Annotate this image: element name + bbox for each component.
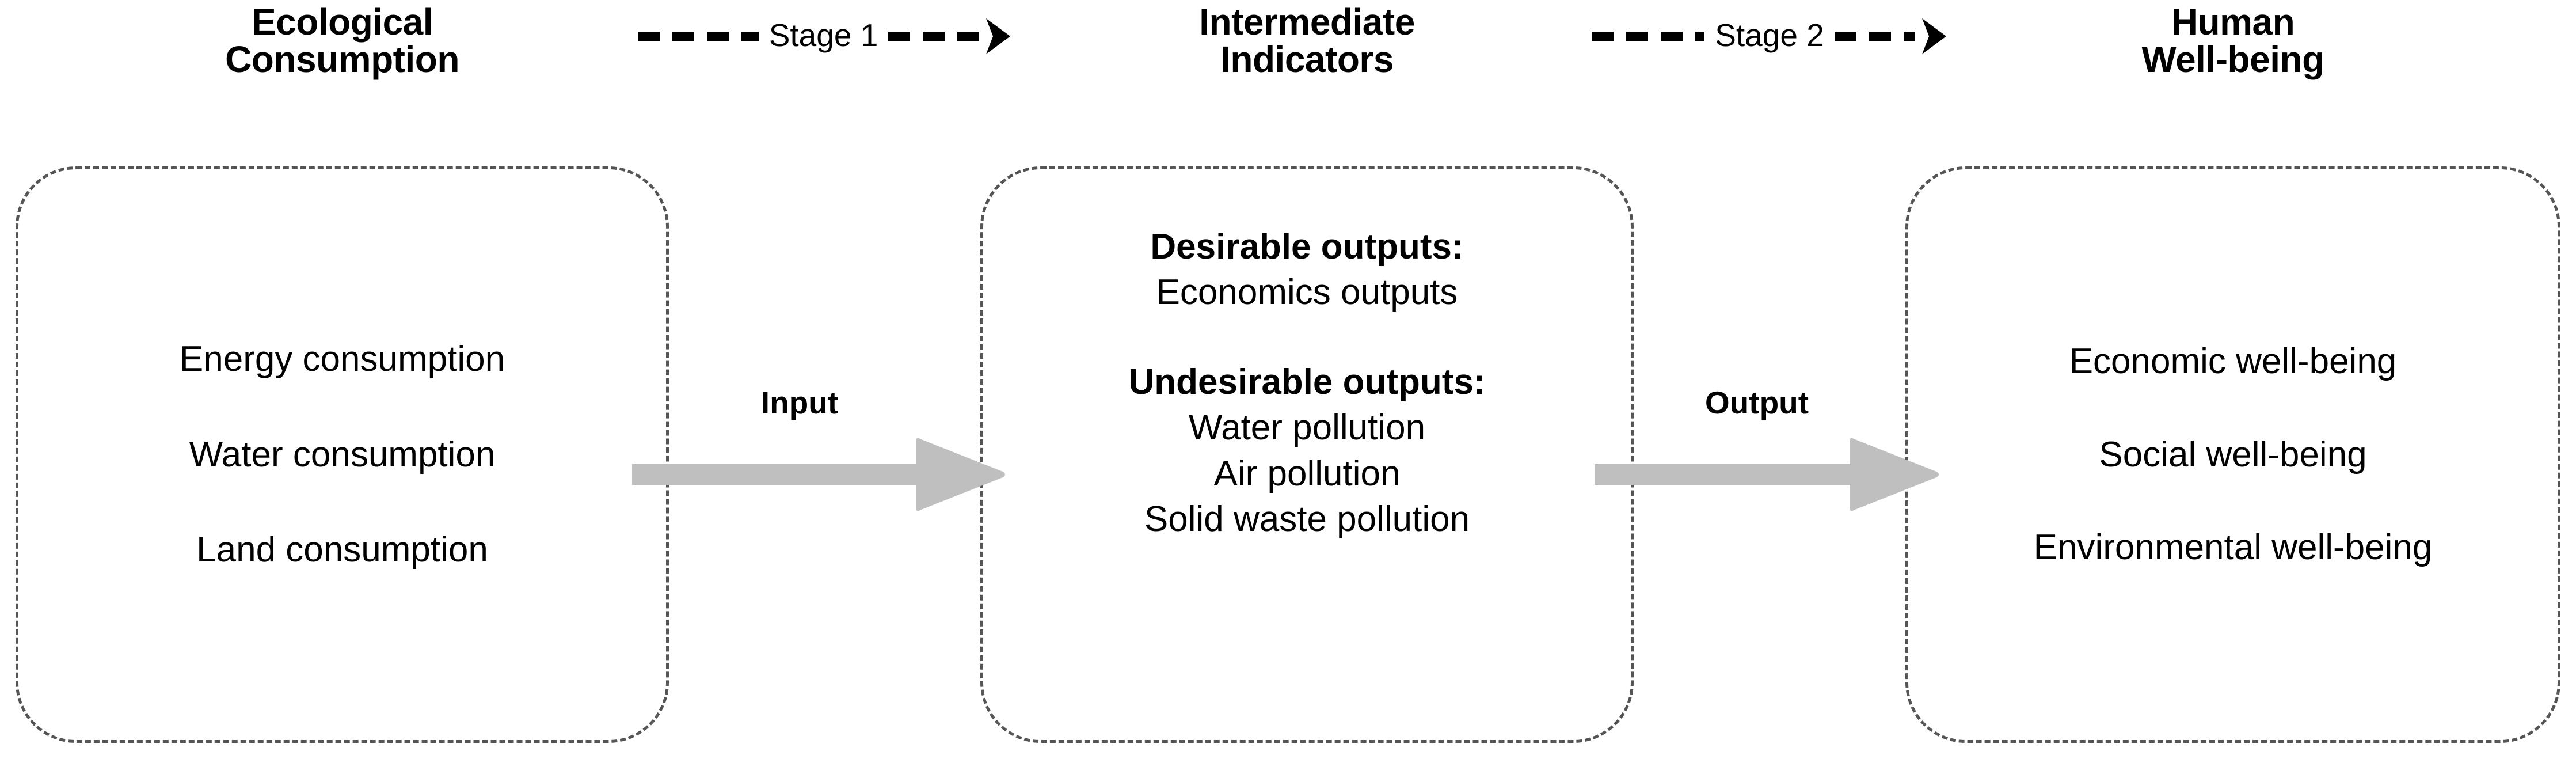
page-title-intermediate-indicators: Intermediate Indicators [1199,1,1415,81]
page-title-human-well-being: Human Well-being [2141,1,2324,81]
list-item: Economic well-being [2069,341,2397,382]
group-heading: Desirable outputs: [1150,227,1464,267]
stage-1-connector: Stage 1 [637,10,1011,62]
dashed-line-segment-icon [637,31,759,41]
input-flow-arrow: Input [632,387,1006,513]
human-well-being-box: Economic well-being Social well-being En… [1905,166,2560,743]
stage-1-label: Stage 1 [768,17,878,53]
undesirable-outputs-group: Undesirable outputs: Water pollution Air… [983,362,1631,540]
list-item: Energy consumption [179,339,505,380]
list-item: Solid waste pollution [1144,499,1470,540]
group-heading: Undesirable outputs: [1128,362,1486,402]
arrow-right-icon [1595,438,1939,511]
arrow-right-icon [632,438,1005,511]
list-item: Air pollution [1213,453,1401,494]
dashed-line-segment-icon [1592,31,1705,41]
list-item: Social well-being [2099,434,2367,475]
dashed-line-segment-icon [1834,31,1915,41]
output-label: Output [1704,385,1809,420]
page-title-ecological-consumption: Ecological Consumption [225,1,459,81]
stage-2-label: Stage 2 [1715,17,1824,53]
output-flow-arrow: Output [1595,387,1940,513]
list-item: Water pollution [1188,408,1426,448]
stage-2-connector: Stage 2 [1592,10,1946,62]
input-label: Input [760,385,839,420]
ecological-consumption-box: Energy consumption Water consumption Lan… [16,166,669,743]
list-item: Economics outputs [1156,272,1458,313]
arrow-right-icon [1921,17,1947,55]
list-item: Water consumption [189,434,496,475]
intermediate-indicators-box: Desirable outputs: Economics outputs Und… [980,166,1634,743]
list-item: Land consumption [196,530,488,570]
list-item: Environmental well-being [2033,527,2433,568]
desirable-outputs-group: Desirable outputs: Economics outputs [983,227,1631,313]
arrow-right-icon [985,17,1011,55]
dashed-line-segment-icon [888,31,980,41]
